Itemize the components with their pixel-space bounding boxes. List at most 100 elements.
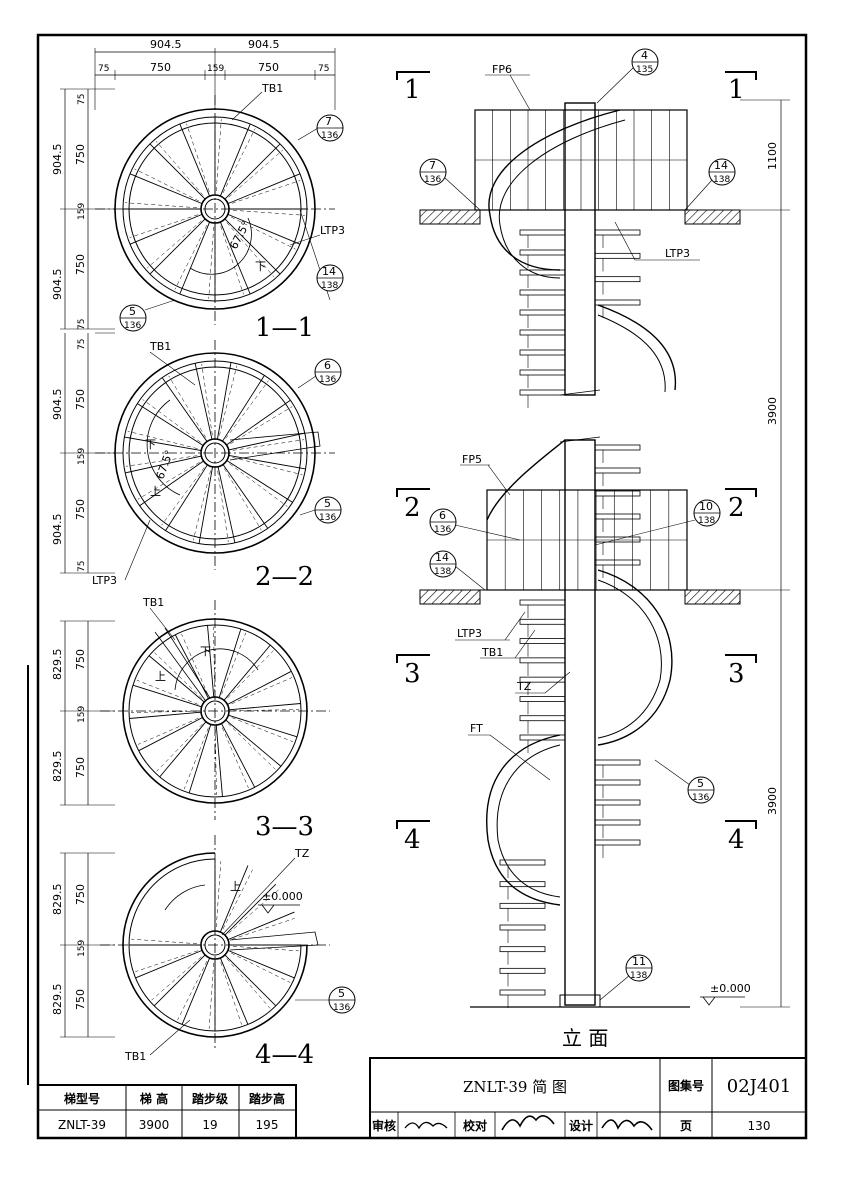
spec-header-height: 梯 高 xyxy=(140,1091,168,1106)
cut-mark-4-right: 4 xyxy=(728,825,745,855)
callout-5-136-b: 5 136 xyxy=(299,496,342,524)
cut-mark-2-left: 2 xyxy=(404,493,421,523)
svg-text:6: 6 xyxy=(324,359,331,372)
svg-text:5: 5 xyxy=(338,987,345,1000)
callout-11-138: 11 138 xyxy=(599,954,653,1001)
atlas-number: 02J401 xyxy=(727,1076,791,1097)
label-tb1-3: TB1 xyxy=(142,596,164,609)
label-tb1-2: TB1 xyxy=(149,340,171,353)
label-tz-4: TZ xyxy=(294,847,310,860)
label-fp5: FP5 xyxy=(462,453,482,466)
section-title-3-3: 3—3 xyxy=(255,812,314,842)
tread-lines xyxy=(129,625,301,797)
dim-750-left-b: 750 xyxy=(74,254,87,275)
svg-text:136: 136 xyxy=(319,513,336,523)
cut-mark-1-right: 1 xyxy=(728,75,745,105)
plan-3-3: 829.5 829.5 750 750 159 TB1 下 上 3—3 xyxy=(51,596,330,842)
label-down-2: 下 xyxy=(145,438,156,451)
dim-750-left-3b: 750 xyxy=(74,757,87,778)
svg-text:138: 138 xyxy=(434,567,451,577)
check-signature xyxy=(501,1115,555,1131)
cut-mark-1-left: 1 xyxy=(404,75,421,105)
section-title-2-2: 2—2 xyxy=(255,562,314,592)
svg-text:138: 138 xyxy=(713,175,730,185)
spec-header-riser: 踏步高 xyxy=(249,1091,285,1106)
dim-829-left-3a: 829.5 xyxy=(51,649,64,681)
label-zero-4: ±0.000 xyxy=(262,890,303,903)
label-tb1-4: TB1 xyxy=(124,1050,146,1063)
label-tz-elev: TZ xyxy=(516,680,532,693)
label-up-4: 上 xyxy=(230,880,241,893)
tread-lines xyxy=(123,117,307,301)
label-ltp3-1: LTP3 xyxy=(320,224,345,237)
label-ft-elev: FT xyxy=(470,722,483,735)
dim-1100: 1100 xyxy=(766,142,779,170)
svg-text:136: 136 xyxy=(124,321,141,331)
spec-cell-riser: 195 xyxy=(256,1118,279,1132)
treads-lower xyxy=(499,859,546,1008)
label-tb1-elev: TB1 xyxy=(481,646,503,659)
svg-text:136: 136 xyxy=(424,175,441,185)
svg-text:136: 136 xyxy=(319,375,336,385)
fp5-balusters xyxy=(504,490,670,590)
callout-5-136-c: 5 136 xyxy=(295,986,356,1014)
dim-904-top-right: 904.5 xyxy=(248,38,280,51)
dim-159-a: 159 xyxy=(207,64,224,74)
spec-cell-steps: 19 xyxy=(202,1118,217,1132)
plan-1-1: 904.5 904.5 75 750 159 750 75 904.5 904.… xyxy=(51,38,345,343)
dim-904-left-2a: 904.5 xyxy=(51,389,64,421)
dim-750-left-4b: 750 xyxy=(74,989,87,1010)
dim-3900-upper: 3900 xyxy=(766,397,779,425)
cut-mark-3-left: 3 xyxy=(404,659,421,689)
spec-table: 梯型号 梯 高 踏步级 踏步高 ZNLT-39 3900 19 195 xyxy=(37,1084,297,1139)
dim-159-left-4: 159 xyxy=(77,940,87,957)
treads-right-lower xyxy=(594,759,641,858)
angle-label-1: 67.5° xyxy=(227,219,253,252)
review-signature xyxy=(404,1121,448,1130)
dim-159-left-2: 159 xyxy=(77,448,87,465)
svg-text:14: 14 xyxy=(435,551,449,564)
svg-text:7: 7 xyxy=(429,159,436,172)
dim-75-left-a: 75 xyxy=(77,94,87,105)
callout-7-136-a: 7 136 xyxy=(297,114,344,142)
label-down-3: 下 xyxy=(200,645,211,658)
callout-4-135: 4 135 xyxy=(596,48,659,104)
treads-mid xyxy=(519,599,566,753)
page-number: 130 xyxy=(748,1119,771,1133)
label-ltp3-elev-b: LTP3 xyxy=(457,627,482,640)
plan-2-2: 904.5 904.5 750 750 159 75 75 TB1 下 67.5… xyxy=(51,332,335,592)
svg-text:136: 136 xyxy=(321,131,338,141)
svg-text:7: 7 xyxy=(325,115,332,128)
dim-75-a: 75 xyxy=(98,64,109,74)
dim-904-left-2b: 904.5 xyxy=(51,514,64,546)
dim-829-left-3b: 829.5 xyxy=(51,751,64,783)
svg-text:138: 138 xyxy=(630,971,647,981)
callout-7-136-b: 7 136 xyxy=(419,158,481,211)
callout-5-136-d: 5 136 xyxy=(654,759,715,804)
svg-text:10: 10 xyxy=(699,500,713,513)
dim-75-left-2a: 75 xyxy=(77,339,87,350)
callout-14-138-c: 14 138 xyxy=(429,550,486,591)
spec-header-model: 梯型号 xyxy=(64,1091,100,1106)
treads-right-upper xyxy=(594,229,641,318)
fp6-balusters xyxy=(492,110,670,210)
page-label: 页 xyxy=(680,1119,692,1133)
tread-lines xyxy=(129,859,301,1031)
dim-904-left-lower: 904.5 xyxy=(51,269,64,301)
dim-75-b: 75 xyxy=(318,64,329,74)
section-title-4-4: 4—4 xyxy=(255,1040,314,1070)
dim-75-left-b: 75 xyxy=(77,319,87,330)
dim-159-left: 159 xyxy=(77,203,87,220)
svg-text:5: 5 xyxy=(697,777,704,790)
dim-829-left-4a: 829.5 xyxy=(51,884,64,916)
callout-10-138: 10 138 xyxy=(594,499,721,546)
label-ltp3-elev-a: LTP3 xyxy=(665,247,690,260)
label-ltp3-2: LTP3 xyxy=(92,574,117,587)
sheet-frame xyxy=(36,33,808,1140)
dim-750-left-2a: 750 xyxy=(74,389,87,410)
dim-829-left-4b: 829.5 xyxy=(51,984,64,1016)
label-down-1: 下 xyxy=(255,260,266,273)
label-up-3: 上 xyxy=(155,670,166,683)
review-label: 审核 xyxy=(372,1118,396,1133)
